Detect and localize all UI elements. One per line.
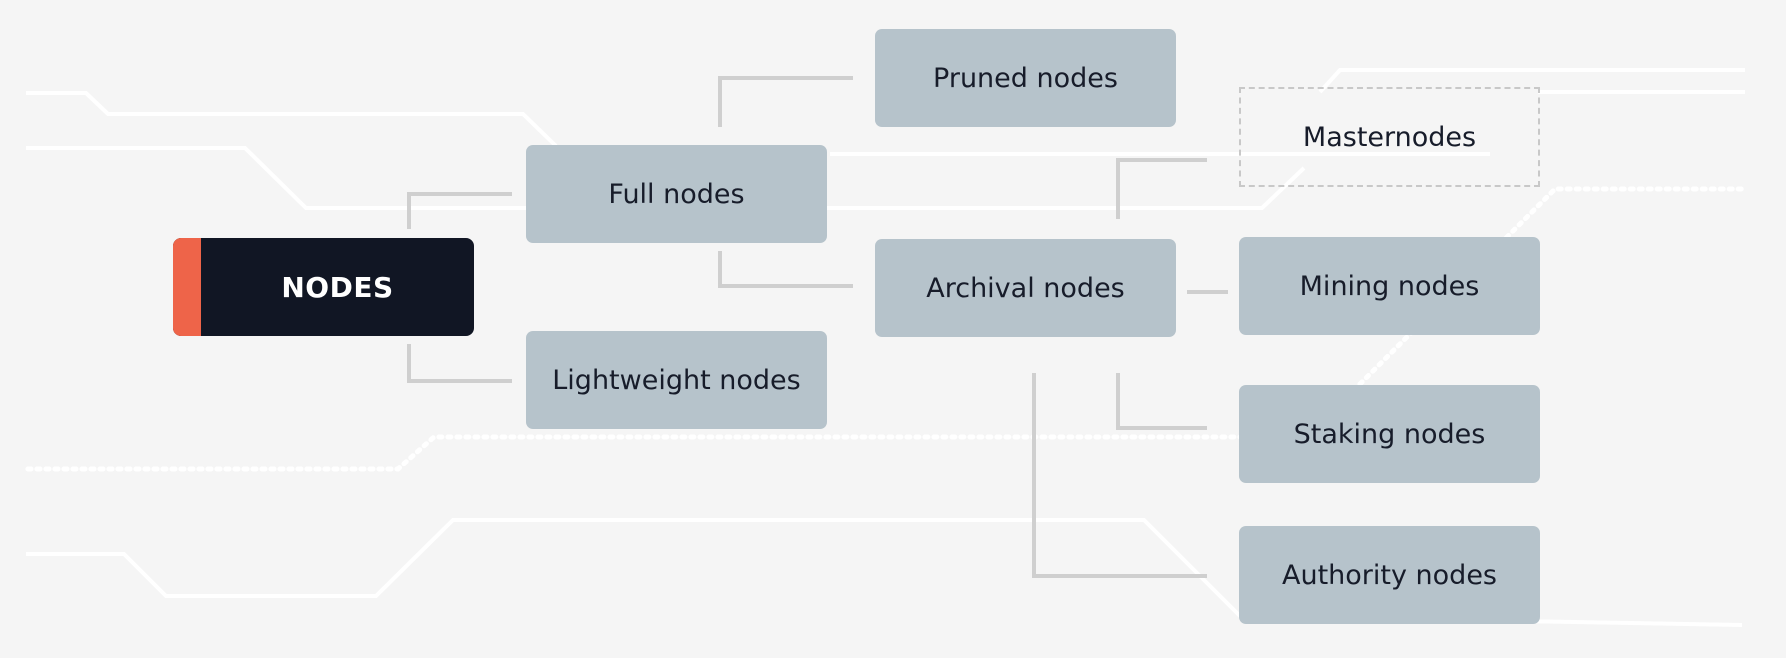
root-label: NODES xyxy=(281,270,394,304)
circuit-traces xyxy=(26,68,1745,627)
circuit-trace xyxy=(26,518,1743,627)
node-masternodes: Masternodes xyxy=(1239,87,1540,187)
node-authority-label: Authority nodes xyxy=(1282,559,1497,591)
node-full: Full nodes xyxy=(526,145,827,243)
circuit-trace xyxy=(1318,68,1745,94)
node-archival-label: Archival nodes xyxy=(926,272,1125,304)
node-mining-label: Mining nodes xyxy=(1299,270,1480,302)
node-staking-label: Staking nodes xyxy=(1293,418,1486,450)
node-authority: Authority nodes xyxy=(1239,526,1540,624)
node-mining: Mining nodes xyxy=(1239,237,1540,335)
node-full-label: Full nodes xyxy=(608,178,745,210)
node-masternodes-label: Masternodes xyxy=(1302,121,1477,153)
connectors xyxy=(407,76,1228,578)
circuit-trace xyxy=(26,146,1306,210)
node-pruned: Pruned nodes xyxy=(875,29,1176,127)
connector-archival-masternodes xyxy=(1116,158,1207,219)
root-accent-bar xyxy=(173,238,201,336)
node-lightweight: Lightweight nodes xyxy=(526,331,827,429)
connector-archival-authority xyxy=(1032,373,1207,578)
node-pruned-label: Pruned nodes xyxy=(933,62,1118,94)
connector-full-archival xyxy=(718,251,853,288)
node-archival: Archival nodes xyxy=(875,239,1176,337)
connector-root-full xyxy=(407,192,512,229)
root-node: NODES xyxy=(173,238,474,336)
connector-full-pruned xyxy=(718,76,853,127)
circuit-trace xyxy=(26,91,558,148)
circuit-dotted-trace xyxy=(25,434,1243,472)
node-staking: Staking nodes xyxy=(1239,385,1540,483)
connector-archival-staking xyxy=(1116,373,1207,430)
node-lightweight-label: Lightweight nodes xyxy=(552,364,801,396)
connector-root-lightweight xyxy=(407,344,512,383)
